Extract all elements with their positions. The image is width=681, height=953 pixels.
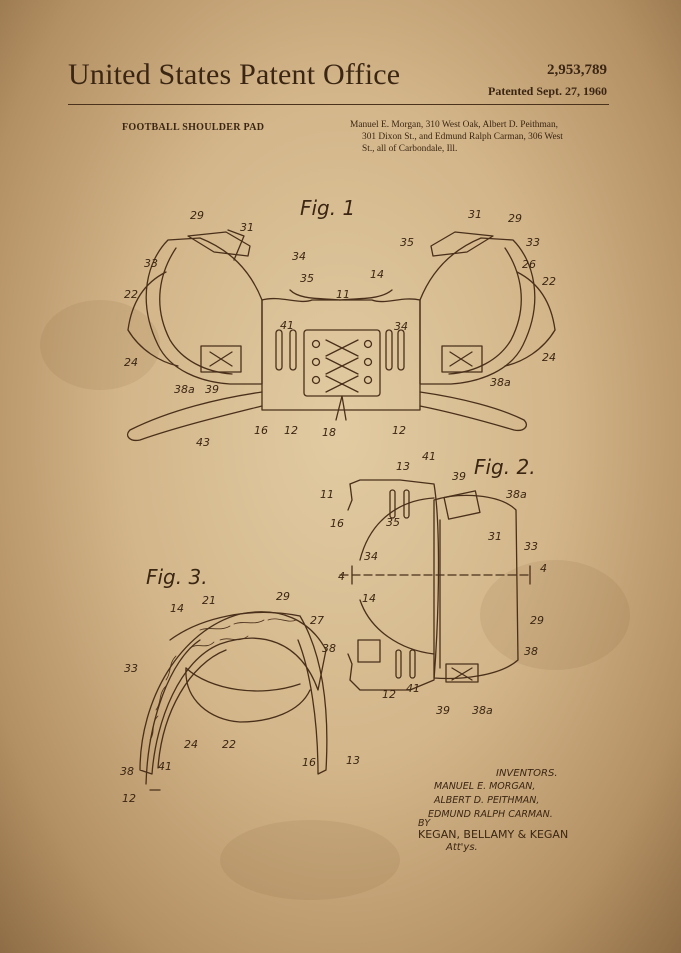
ref-numeral: 34 xyxy=(394,320,408,333)
inventors-line: Manuel E. Morgan, 310 West Oak, Albert D… xyxy=(350,120,558,130)
ref-numeral: 14 xyxy=(362,592,376,605)
figure-2-numerals: 13 41 39 38a 11 16 35 31 33 34 4 4 14 29… xyxy=(320,450,547,717)
figure-1-numerals: 29 31 33 22 24 38a 39 43 16 12 18 41 34 … xyxy=(124,208,556,449)
ref-numeral: 4 xyxy=(338,570,345,583)
figure-2-drawing xyxy=(340,480,530,690)
figure-2-label: Fig. 2. xyxy=(474,455,536,479)
ref-numeral: 16 xyxy=(302,756,316,769)
ref-numeral: 22 xyxy=(124,288,138,301)
attorneys-abbrev: Att'ys. xyxy=(446,842,478,853)
ref-numeral: 11 xyxy=(320,488,334,501)
ref-numeral: 11 xyxy=(336,288,350,301)
inventors-address-block: Manuel E. Morgan, 310 West Oak, Albert D… xyxy=(350,119,612,155)
ref-numeral: 14 xyxy=(170,602,184,615)
ref-numeral: 38a xyxy=(490,376,511,389)
ref-numeral: 26 xyxy=(522,258,536,271)
figure-3-drawing xyxy=(140,612,327,790)
ref-numeral: 22 xyxy=(222,738,236,751)
ref-numeral: 39 xyxy=(205,383,219,396)
invention-subject: FOOTBALL SHOULDER PAD xyxy=(122,122,265,133)
inventors-line: St., all of Carbondale, Ill. xyxy=(362,144,458,154)
ref-numeral: 13 xyxy=(396,460,410,473)
ref-numeral: 4 xyxy=(540,562,547,575)
inventor-name: EDMUND RALPH CARMAN. xyxy=(428,809,553,820)
attorneys-name: KEGAN, BELLAMY & KEGAN xyxy=(418,828,569,841)
ref-numeral: 12 xyxy=(122,792,136,805)
ref-numeral: 34 xyxy=(364,550,378,563)
inventor-name: ALBERT D. PEITHMAN, xyxy=(434,795,540,806)
figure-3-padding-hatch xyxy=(150,619,296,740)
patented-date: Patented Sept. 27, 1960 xyxy=(488,84,607,98)
ref-numeral: 33 xyxy=(526,236,540,249)
ref-numeral: 38 xyxy=(120,765,134,778)
ref-numeral: 41 xyxy=(422,450,436,463)
patent-office-title: United States Patent Office xyxy=(68,58,401,91)
by-label: BY xyxy=(418,818,431,829)
inventors-line: 301 Dixon St., and Edmund Ralph Carman, … xyxy=(362,132,563,142)
figure-1-label: Fig. 1 xyxy=(300,196,355,220)
ref-numeral: 39 xyxy=(436,704,450,717)
ref-numeral: 13 xyxy=(346,754,360,767)
ref-numeral: 27 xyxy=(310,614,324,627)
ref-numeral: 33 xyxy=(144,257,158,270)
figure-1-drawing xyxy=(128,230,555,440)
ref-numeral: 33 xyxy=(124,662,138,675)
ref-numeral: 41 xyxy=(158,760,172,773)
paper-stain xyxy=(220,820,400,900)
ref-numeral: 24 xyxy=(184,738,198,751)
ref-numeral: 41 xyxy=(406,682,420,695)
ref-numeral: 39 xyxy=(452,470,466,483)
ref-numeral: 34 xyxy=(292,250,306,263)
ref-numeral: 38 xyxy=(524,645,538,658)
ref-numeral: 21 xyxy=(202,594,216,607)
ref-numeral: 38a xyxy=(506,488,527,501)
ref-numeral: 33 xyxy=(524,540,538,553)
ref-numeral: 29 xyxy=(508,212,522,225)
ref-numeral: 18 xyxy=(322,426,336,439)
ref-numeral: 12 xyxy=(284,424,298,437)
inventor-name: MANUEL E. MORGAN, xyxy=(434,781,536,792)
ref-numeral: 12 xyxy=(382,688,396,701)
ref-numeral: 31 xyxy=(488,530,502,543)
ref-numeral: 29 xyxy=(530,614,544,627)
ref-numeral: 14 xyxy=(370,268,384,281)
ref-numeral: 22 xyxy=(542,275,556,288)
ref-numeral: 41 xyxy=(280,319,294,332)
figure-3-numerals: 14 21 29 27 33 38 24 22 38 41 12 16 13 xyxy=(120,590,360,805)
header-rule xyxy=(68,104,609,105)
ref-numeral: 38a xyxy=(472,704,493,717)
ref-numeral: 35 xyxy=(300,272,314,285)
ref-numeral: 38 xyxy=(322,642,336,655)
ref-numeral: 35 xyxy=(386,516,400,529)
ref-numeral: 16 xyxy=(254,424,268,437)
paper-stain xyxy=(480,560,630,670)
ref-numeral: 29 xyxy=(190,209,204,222)
ref-numeral: 31 xyxy=(468,208,482,221)
ref-numeral: 12 xyxy=(392,424,406,437)
ref-numeral: 38a xyxy=(174,383,195,396)
ref-numeral: 31 xyxy=(240,221,254,234)
inventors-label: INVENTORS. xyxy=(496,768,558,779)
figure-3-label: Fig. 3. xyxy=(146,565,208,589)
ref-numeral: 43 xyxy=(196,436,210,449)
patent-number: 2,953,789 xyxy=(547,62,607,78)
ref-numeral: 29 xyxy=(276,590,290,603)
ref-numeral: 16 xyxy=(330,517,344,530)
ref-numeral: 24 xyxy=(124,356,138,369)
ref-numeral: 24 xyxy=(542,351,556,364)
ref-numeral: 35 xyxy=(400,236,414,249)
